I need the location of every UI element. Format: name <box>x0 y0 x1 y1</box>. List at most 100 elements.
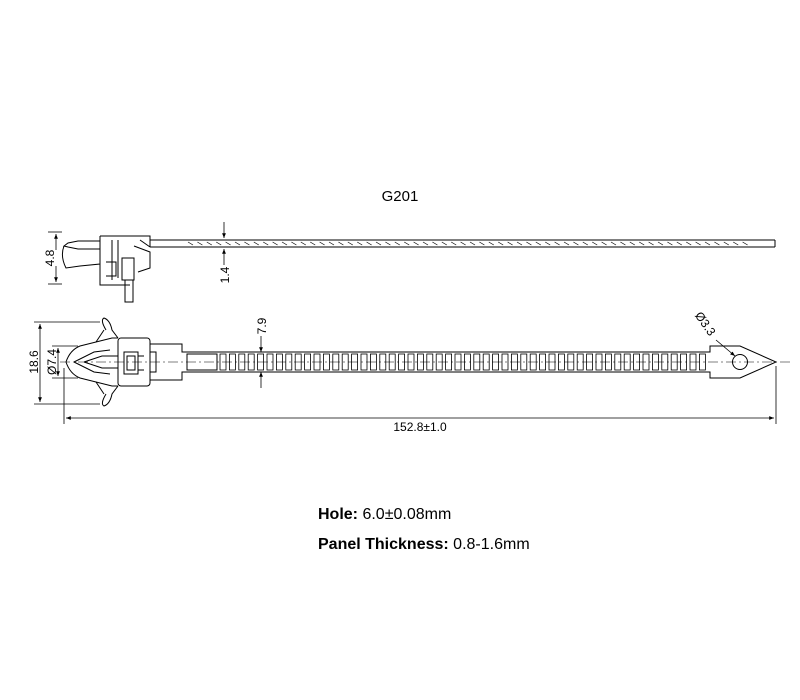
strap-slot <box>369 353 377 371</box>
strap-tooth <box>357 241 363 246</box>
strap-tooth <box>338 241 344 246</box>
strap-slot <box>482 353 490 371</box>
strap-tooth <box>498 241 504 246</box>
strap-slot <box>238 353 246 371</box>
strap-tooth <box>187 241 194 246</box>
strap-tooth <box>714 241 720 246</box>
strap-slot <box>463 353 471 371</box>
strap-tooth <box>319 241 325 246</box>
strap-tooth <box>563 241 570 246</box>
strap-slot <box>605 353 612 371</box>
strap-slot <box>304 353 312 371</box>
spec-hole-label: Hole: <box>318 506 358 523</box>
strap-slot <box>285 353 293 371</box>
strap-tooth <box>507 241 513 246</box>
strap-tooth <box>253 241 259 246</box>
strap-slot <box>341 353 349 371</box>
strap-tooth <box>592 241 598 246</box>
strap-tooth <box>695 241 701 246</box>
strap-slot <box>529 353 537 371</box>
strap-tooth <box>686 241 692 246</box>
strap-slot <box>398 353 406 371</box>
strap-tooth <box>234 241 241 246</box>
strap-tooth <box>347 241 353 246</box>
strap-tooth <box>272 241 278 246</box>
strap-slot <box>699 353 706 371</box>
strap-tooth <box>328 241 335 246</box>
strap-tooth <box>620 241 626 246</box>
strap-slot <box>407 353 415 371</box>
dim-side-thickness: 1.4 <box>218 266 232 283</box>
strap-slot <box>539 353 546 371</box>
strap-slot <box>510 353 518 371</box>
spec-hole-value: 6.0±0.08mm <box>362 506 452 523</box>
strap-tooth <box>404 241 410 246</box>
strap-tooth <box>469 241 476 246</box>
strap-slot <box>642 353 650 371</box>
strap-slot <box>294 353 302 371</box>
strap-tooth <box>554 241 560 246</box>
strap-tooth <box>281 241 288 246</box>
strap-slot <box>351 353 359 371</box>
strap-tooth <box>206 241 212 246</box>
strap-slot <box>445 353 453 371</box>
strap-slot <box>492 353 500 371</box>
strap-tooth <box>733 241 739 246</box>
spec-panel-label: Panel Thickness: <box>318 536 449 553</box>
strap-slot <box>595 353 603 371</box>
strap-tooth <box>441 241 447 246</box>
dim-rib-width: 7.9 <box>255 317 269 334</box>
dim-head-height: 18.6 <box>27 350 41 374</box>
strap-slot <box>661 353 669 371</box>
strap-slot <box>416 353 424 371</box>
strap-tooth <box>639 241 645 246</box>
strap-tooth <box>667 241 673 246</box>
strap-slot <box>257 353 265 371</box>
strap-tooth <box>413 241 419 246</box>
strap-tooth <box>366 241 372 246</box>
side-view <box>61 235 776 303</box>
strap-tooth <box>263 241 269 246</box>
strap-tooth <box>629 241 635 246</box>
dim-side-height: 4.8 <box>43 249 57 266</box>
side-view-dimensions <box>48 222 226 285</box>
strap-tooth <box>704 241 711 246</box>
strap-tooth <box>742 241 748 246</box>
strap-slot <box>266 353 274 371</box>
strap-tooth <box>648 241 654 246</box>
strap-tooth <box>432 241 438 246</box>
strap-tooth <box>573 241 579 246</box>
strap-tooth <box>394 241 400 246</box>
strap-slot <box>275 353 283 371</box>
strap-slot <box>473 353 481 371</box>
strap-slot <box>435 353 443 371</box>
strap-slot <box>670 353 678 371</box>
top-view <box>60 317 792 407</box>
strap-tooth <box>657 241 664 246</box>
strap-slot <box>558 353 565 371</box>
strap-tooth <box>460 241 466 246</box>
tip-hole <box>732 354 748 370</box>
strap-tooth <box>526 241 532 246</box>
strap-tooth <box>310 241 316 246</box>
strap-slot <box>520 353 528 371</box>
strap-slot <box>614 353 622 371</box>
side-teeth <box>187 241 748 246</box>
strap-slot <box>322 353 330 371</box>
strap-slot <box>379 353 387 371</box>
strap-tooth <box>676 241 682 246</box>
strap-slot <box>576 353 584 371</box>
strap-slot <box>623 353 631 371</box>
strap-tooth <box>244 241 250 246</box>
strap-slot <box>548 353 556 371</box>
dim-overall-length: 152.8±1.0 <box>393 420 447 434</box>
strap-tooth <box>451 241 457 246</box>
strap-slot <box>219 353 227 371</box>
top-view-dimensions <box>34 321 777 424</box>
strap-slot <box>586 353 593 371</box>
strap-tooth <box>385 241 391 246</box>
strap-slot <box>247 353 255 371</box>
strap-tooth <box>723 241 729 246</box>
strap-tooth <box>545 241 551 246</box>
